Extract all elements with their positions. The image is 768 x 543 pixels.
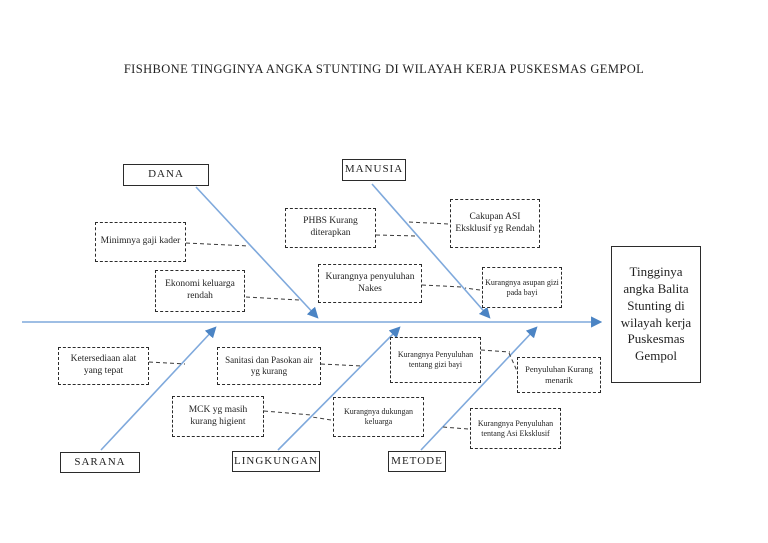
- cause-box-minimnya-gaji: Minimnya gaji kader: [95, 222, 186, 262]
- cause-box-penyuluhan-asi: Kurangnya Penyuluhan tentang Asi Eksklus…: [470, 408, 561, 449]
- connector-cakupan-asi: [408, 221, 449, 225]
- connector-asupan-gizi: [464, 287, 481, 291]
- connector-minimnya-gaji: [185, 242, 250, 247]
- cause-box-penyuluhan-nakes: Kurangnya penyuluhan Nakes: [318, 264, 422, 303]
- page-title: FISHBONE TINGGINYA ANGKA STUNTING DI WIL…: [123, 62, 645, 76]
- cause-box-cakupan-asi: Cakupan ASI Eksklusif yg Rendah: [450, 199, 540, 248]
- connector-mck: [263, 410, 312, 416]
- connector-phbs: [375, 234, 418, 237]
- category-box-lingkungan: LINGKUNGAN: [232, 451, 320, 472]
- effect-box: Tingginya angka Balita Stunting di wilay…: [611, 246, 701, 383]
- category-box-manusia: MANUSIA: [342, 159, 406, 181]
- cause-box-ketersediaan-alat: Ketersediaan alat yang tepat: [58, 347, 149, 385]
- category-box-metode: METODE: [388, 451, 446, 472]
- cause-box-penyuluhan-gizi: Kurangnya Penyuluhan tentang gizi bayi: [390, 337, 481, 383]
- connector-penyuluhan-asi: [442, 426, 469, 430]
- connector-ketersediaan-alat: [148, 361, 186, 365]
- sarana-branch-line: [100, 326, 217, 451]
- connector-penyuluhan-menarik: [508, 352, 518, 372]
- category-box-dana: DANA: [123, 164, 209, 186]
- connector-penyuluhan-gizi: [480, 349, 511, 353]
- cause-box-ekonomi: Ekonomi keluarga rendah: [155, 270, 245, 312]
- cause-box-dukungan-keluarga: Kurangnya dukungan keluarga: [333, 397, 424, 437]
- connector-sanitasi: [320, 363, 363, 367]
- metode-branch-line: [420, 326, 538, 451]
- cause-box-penyuluhan-menarik: Penyuluhan Kurang menarik: [517, 357, 601, 393]
- cause-box-sanitasi: Sanitasi dan Pasokan air yg kurang: [217, 347, 321, 385]
- category-box-sarana: SARANA: [60, 452, 140, 473]
- connector-ekonomi: [245, 296, 300, 301]
- dana-branch-line: [195, 186, 319, 319]
- connector-penyuluhan-nakes: [421, 284, 463, 288]
- cause-box-mck: MCK yg masih kurang higient: [172, 396, 264, 437]
- cause-box-asupan-gizi: Kurangnya asupan gizi pada bayi: [482, 267, 562, 308]
- lingkungan-branch-line: [277, 326, 401, 451]
- connector-dukungan-keluarga: [311, 416, 332, 421]
- manusia-branch-line: [371, 183, 491, 319]
- cause-box-phbs: PHBS Kurang diterapkan: [285, 208, 376, 248]
